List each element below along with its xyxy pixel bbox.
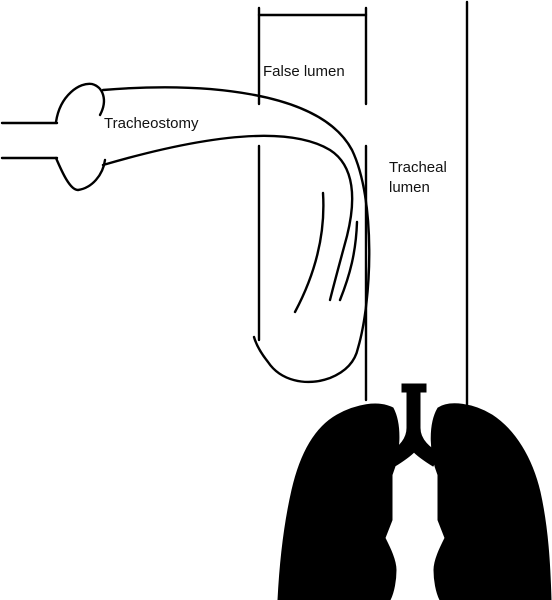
tracheal-lumen-label-line2: lumen [389,179,430,196]
tube-flange-upper [54,82,106,124]
false-lumen-pocket [257,6,368,342]
trachea-stem [387,383,441,467]
tube-outer-curve [101,86,371,384]
tracheal-lumen-label-line1: Tracheal [389,159,447,176]
tracheostomy-label: Tracheostomy [104,115,199,132]
trachea-walls [364,0,469,407]
tube-flange-lower [54,156,107,192]
left-lung [277,403,400,600]
tube-inner-curve [101,134,354,302]
tube-inner-arc-left [293,191,325,314]
right-lung [430,403,552,600]
tracheostomy-tube [0,82,371,384]
tube-inner-arc-right [338,220,359,302]
lungs [277,383,552,600]
labels: False lumen Tracheostomy Tracheal lumen [104,63,447,196]
false-lumen-label: False lumen [263,63,345,80]
